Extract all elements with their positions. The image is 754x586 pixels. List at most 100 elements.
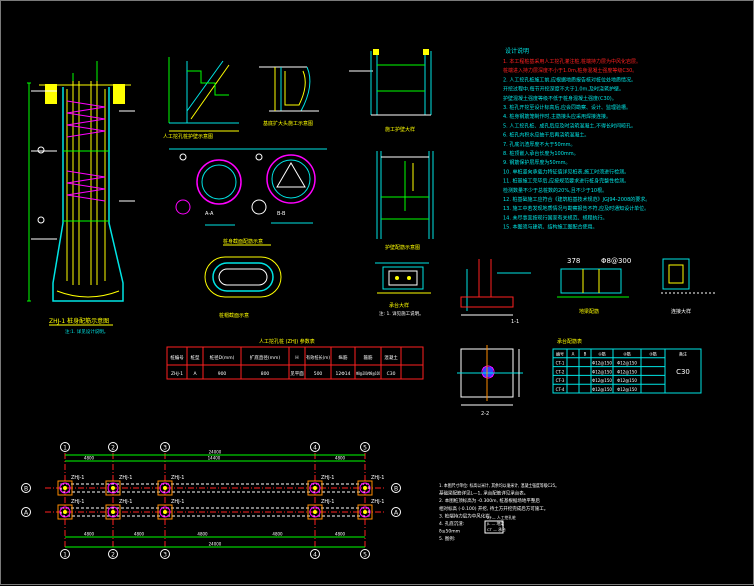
pile-table-cell: ZHJ-1 bbox=[171, 371, 183, 377]
excavation-detail-c: 施工护壁大样 bbox=[349, 49, 432, 133]
pile-label: ZHJ-1 bbox=[321, 475, 334, 481]
rebar-table-cell: Φ12@150 bbox=[617, 387, 637, 392]
plan-dim: 4800 bbox=[272, 532, 283, 537]
section-b-label: B-B bbox=[277, 211, 286, 217]
pile-elevation: ZHJ-1 桩身配筋示意图 注:1. 详见设计说明。 bbox=[27, 61, 135, 335]
axis-bubble bbox=[310, 442, 320, 452]
pile-cap bbox=[357, 504, 373, 520]
pile-table-header: 有效桩长(m) bbox=[306, 354, 330, 361]
cap-detail: 承台大样 注: 1. 详见施工说明。 bbox=[375, 262, 431, 317]
pile-table-cell: 见平面 bbox=[290, 371, 304, 377]
axis-bubble bbox=[310, 549, 320, 559]
legend-entry: ZJ — 人工挖孔桩 bbox=[487, 515, 516, 520]
pile-elevation-title: ZHJ-1 桩身配筋示意图 bbox=[49, 317, 109, 325]
rebar-table-concrete: C30 bbox=[676, 368, 690, 376]
pile-symbol bbox=[107, 506, 119, 518]
plan-dim-total: 24000 bbox=[209, 450, 222, 455]
rebar-table-header: ②筋 bbox=[623, 351, 631, 357]
note-line: 13. 施工中若发现地质情况与勘察报告不符,应及时通知设计单位。 bbox=[503, 205, 649, 212]
axis-bubble bbox=[160, 442, 170, 452]
note-line: 9. 钢筋保护层厚度为50mm。 bbox=[503, 159, 570, 166]
plan-dim: 4800 bbox=[134, 532, 145, 537]
excavation-a-title: 人工挖孔桩护壁示意图 bbox=[163, 133, 213, 140]
axis-number: 5 bbox=[363, 552, 367, 559]
axis-bubble bbox=[60, 549, 70, 559]
plan-section-label: 2-2 bbox=[481, 411, 489, 417]
pile-table-cell: A bbox=[193, 371, 197, 377]
rebar-table-cell: CT-3 bbox=[556, 378, 565, 383]
pile-symbol bbox=[309, 506, 321, 518]
axis-bubble bbox=[391, 483, 401, 493]
axis-bubble bbox=[160, 549, 170, 559]
axis-number: 2 bbox=[111, 445, 115, 452]
legend-entry: JL — 地梁 bbox=[486, 521, 504, 526]
note-line: 14. 未尽事宜按现行国家有关规范、规程执行。 bbox=[503, 214, 608, 221]
note-line: 12. 桩基础施工应符合《建筑桩基技术规范》JGJ94-2008的要求。 bbox=[503, 196, 650, 203]
cap-detail-note: 注: 1. 详见施工说明。 bbox=[379, 310, 424, 317]
beam-detail-title: 地梁配筋 bbox=[579, 308, 599, 315]
sections-title: 桩身截面配筋示意 bbox=[223, 238, 263, 245]
cap-detail-title: 承台大样 bbox=[389, 302, 409, 309]
pile-cap bbox=[357, 480, 373, 496]
axis-number: 4 bbox=[313, 445, 317, 452]
pile-table-header: 桩编号 bbox=[170, 354, 184, 361]
rebar-table-cell: Φ12@150 bbox=[592, 387, 612, 392]
pile-cap bbox=[307, 480, 323, 496]
pile-label: ZHJ-1 bbox=[71, 475, 84, 481]
pile-symbol bbox=[59, 482, 71, 494]
pile-table-header: 扩底直径(mm) bbox=[250, 354, 281, 361]
pile-cap bbox=[307, 504, 323, 520]
note-line: 8. 桩顶嵌入承台长度为100mm。 bbox=[503, 150, 579, 157]
plan-dim: 4800 bbox=[84, 532, 95, 537]
bottom-note-line: 基础梁配筋详见L—1, 承台配筋详见承台表。 bbox=[439, 490, 528, 497]
axis-number: 3 bbox=[163, 445, 167, 452]
pile-cap bbox=[105, 480, 121, 496]
rebar-table-cell: Φ12@150 bbox=[592, 361, 612, 366]
axis-bubble bbox=[108, 549, 118, 559]
axis-number: 2 bbox=[111, 552, 115, 559]
rebar-table-cell: Φ12@150 bbox=[592, 378, 612, 383]
plan-dim: 4800 bbox=[197, 532, 208, 537]
beam-dim-top: 378 bbox=[567, 257, 580, 265]
legend-entry: CT — 承台 bbox=[487, 527, 506, 532]
excavation-b-title: 基底扩大头施工示意图 bbox=[263, 120, 313, 127]
pile-symbol bbox=[159, 506, 171, 518]
cap-plan-detail: 2-2 bbox=[457, 345, 523, 417]
pile-sections: A-A B-B 桩身截面配筋示意 bbox=[169, 148, 327, 246]
rebar-table-cell: Φ12@150 bbox=[617, 369, 637, 374]
pile-table-header: 桩型 bbox=[191, 354, 200, 361]
bottom-note-line: δ≤50mm bbox=[439, 529, 460, 535]
pile-table-cell: 800 bbox=[261, 371, 270, 377]
pile-table-cell: 500 bbox=[314, 371, 323, 377]
excavation-detail-b: 基底扩大头施工示意图 bbox=[259, 66, 319, 127]
beam-rebar-label: Φ8@300 bbox=[601, 257, 631, 265]
axis-bubble bbox=[391, 507, 401, 517]
excavation-c-title: 施工护壁大样 bbox=[385, 126, 415, 133]
axis-bubble bbox=[360, 442, 370, 452]
rebar-table-header: A bbox=[572, 352, 575, 357]
bottom-note-line: 3. 桩端持力层为中风化岩。 bbox=[439, 512, 494, 519]
axis-bubble bbox=[21, 507, 31, 517]
rebar-table-cell: CT-4 bbox=[556, 387, 565, 392]
rebar-table-cell: Φ12@150 bbox=[617, 378, 637, 383]
notes-header: 设计说明 bbox=[505, 47, 529, 55]
axis-letter: A bbox=[394, 510, 399, 517]
pile-label: ZHJ-1 bbox=[171, 475, 184, 481]
note-line: 6. 桩孔内积水应抽干后再浇筑混凝土。 bbox=[503, 132, 589, 139]
rebar-table-header: ③筋 bbox=[649, 351, 657, 357]
pile-table-cell: 900 bbox=[218, 371, 227, 377]
note-line: 2. 人工挖孔桩施工前,应根据地质报告核对桩位处地质情况。 bbox=[503, 76, 636, 83]
pile-cap bbox=[105, 504, 121, 520]
bottom-note-line: 4. 孔底沉渣: bbox=[439, 520, 464, 527]
pile-cap bbox=[157, 504, 173, 520]
axis-letter: A bbox=[24, 510, 29, 517]
note-line: 11. 桩基施工完毕后,应按规范要求进行桩身完整性检测。 bbox=[503, 178, 629, 185]
connection-title: 连接大样 bbox=[671, 308, 691, 315]
pile-cap bbox=[57, 480, 73, 496]
axis-number: 5 bbox=[363, 445, 367, 452]
rebar-table-cell: CT-1 bbox=[556, 361, 565, 366]
